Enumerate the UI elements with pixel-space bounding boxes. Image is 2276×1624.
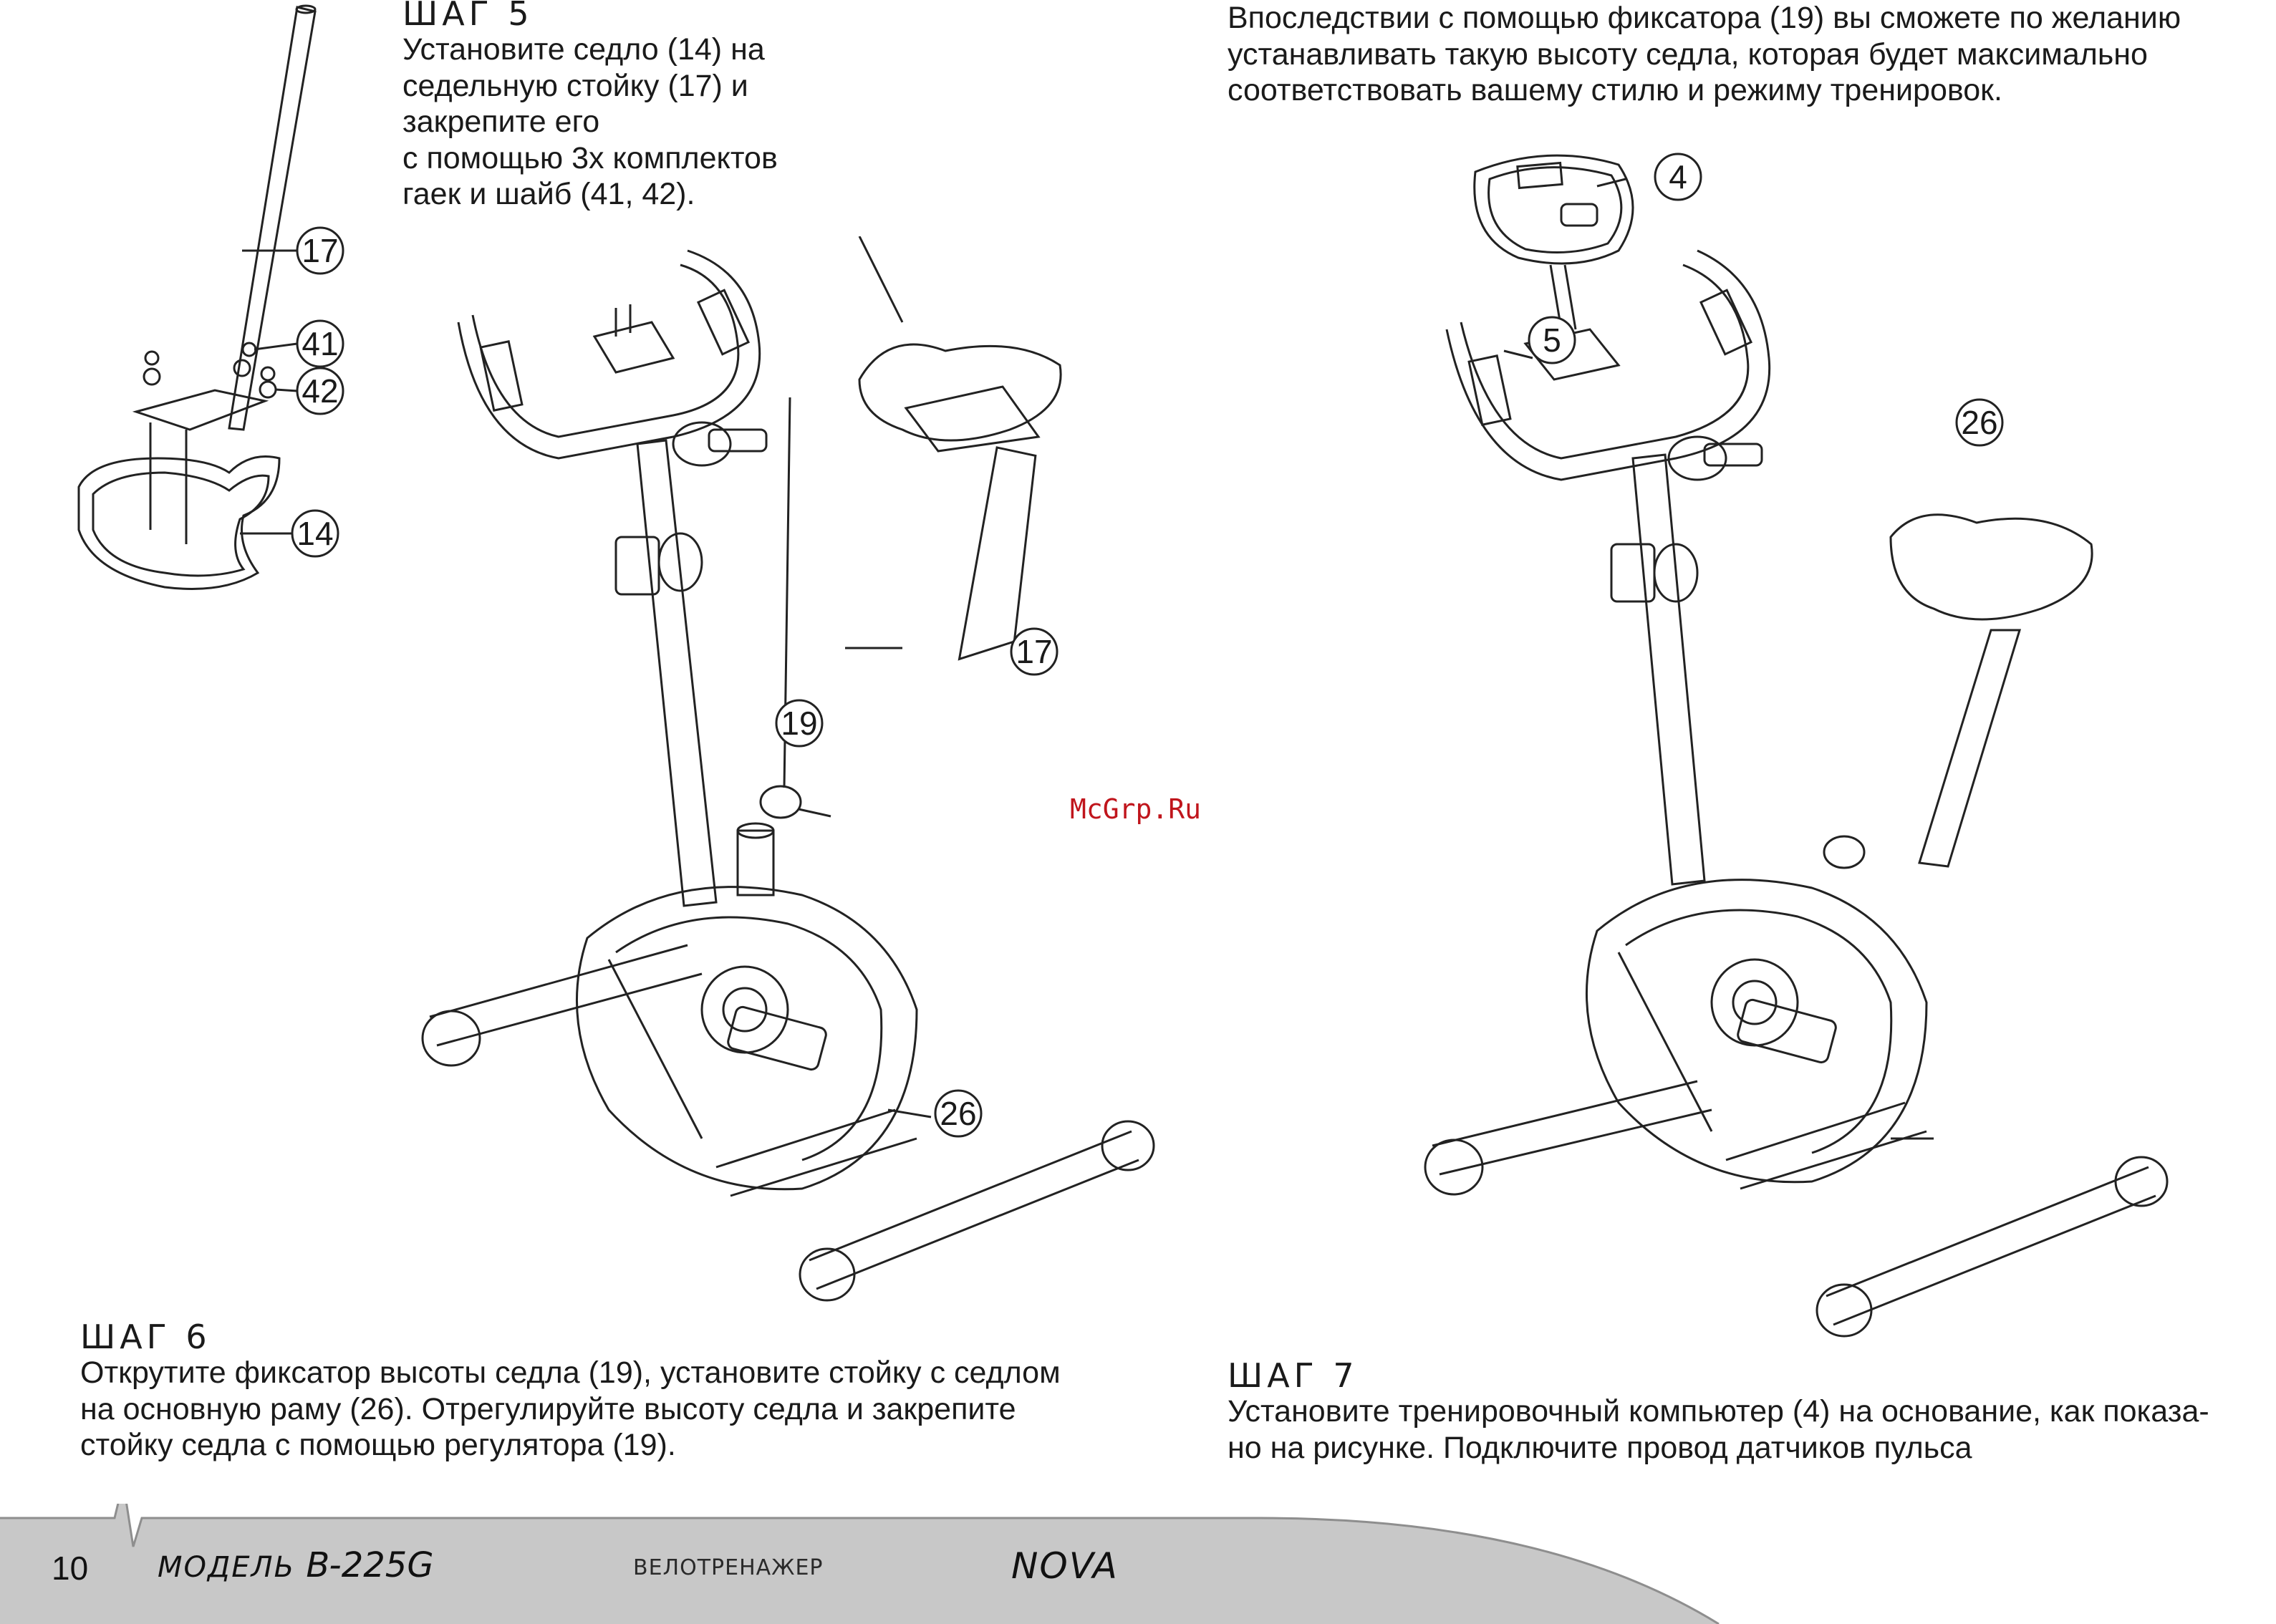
callout-label: 26: [940, 1095, 976, 1132]
watermark: McGrp.Ru: [1070, 793, 1202, 825]
seat-assembly-figure: 17 41 42 14: [64, 0, 394, 594]
callout-circle: [291, 509, 339, 558]
brand-logo: NOVA: [1011, 1545, 1119, 1587]
model-code: B-225G: [306, 1545, 434, 1585]
step5-line: седельную стойку (17) и: [402, 68, 748, 103]
step5-line: с помощью 3х комплектов: [402, 140, 778, 175]
step6-line: Открутите фиксатор высоты седла (19), ус…: [80, 1355, 1061, 1390]
callout-label: 14: [296, 515, 333, 552]
callout-circle: [296, 367, 344, 415]
callout-label: 42: [302, 372, 338, 410]
callout-label: 41: [302, 325, 338, 362]
callout-label: 4: [1669, 158, 1687, 195]
step5-line: Установите седло (14) на: [402, 32, 765, 67]
bike-drawing-step6: 19 17 26: [421, 236, 1155, 1302]
seat-assembly-drawing: 17 41 42 14: [77, 4, 344, 590]
step7-heading: ШАГ 7: [1228, 1356, 1359, 1395]
step6-heading: ШАГ 6: [80, 1318, 211, 1356]
note-line: устанавливать такую высоту седла, котора…: [1228, 37, 2148, 72]
page-footer: [0, 1504, 2276, 1624]
step7-line: но на рисунке. Подключите провод датчико…: [1228, 1430, 1972, 1465]
callout-circle: [296, 226, 344, 275]
step5-line: закрепите его: [402, 105, 600, 139]
callout-circle: [296, 319, 344, 368]
footer-band: [0, 1504, 1720, 1624]
step6-line: на основную раму (26). Отрегулируйте выс…: [80, 1391, 1016, 1426]
step5-line: гаек и шайб (41, 42).: [402, 177, 695, 211]
note-line: Впоследствии с помощью фиксатора (19) вы…: [1228, 1, 2181, 35]
model-word: МОДЕЛЬ: [158, 1551, 296, 1584]
model-label: МОДЕЛЬ B-225G: [158, 1545, 434, 1585]
callout-circle: [1010, 627, 1059, 676]
note-line: соответствовать вашему стилю и режиму тр…: [1228, 73, 2002, 107]
callout-label: 19: [781, 705, 817, 742]
callout-circle: [1955, 398, 2004, 447]
callout-label: 26: [1961, 404, 1997, 441]
product-label: ВЕЛОТРЕНАЖЕР: [633, 1555, 824, 1580]
page-number: 10: [52, 1550, 89, 1587]
callout-label: 17: [1016, 633, 1052, 670]
bike-drawing-step7: 4 5 26: [1424, 153, 2169, 1338]
step5-text: ШАГ 5 Установите седло (14) на седельную…: [402, 0, 904, 213]
step7-text: ШАГ 7 Установите тренировочный компьютер…: [1228, 1358, 2266, 1466]
computer-install-figure: 4 5 26: [1404, 143, 2249, 1346]
callout-label: 5: [1543, 322, 1561, 359]
callout-circle: [775, 699, 824, 748]
seat-height-note: Впоследствии с помощью фиксатора (19) вы…: [1228, 0, 2259, 109]
callout-circle: [934, 1089, 983, 1138]
callout-label: 17: [302, 232, 338, 269]
step5-heading: ШАГ 5: [402, 0, 534, 33]
callout-circle: [1654, 153, 1702, 201]
callout-circle: [1528, 316, 1576, 364]
step7-line: Установите тренировочный компьютер (4) н…: [1228, 1394, 2209, 1429]
seat-post-install-figure: 19 17 26: [401, 236, 1160, 1310]
step6-line: стойку седла с помощью регулятора (19).: [80, 1428, 676, 1462]
step6-text: ШАГ 6 Открутите фиксатор высоты седла (1…: [80, 1319, 1226, 1464]
